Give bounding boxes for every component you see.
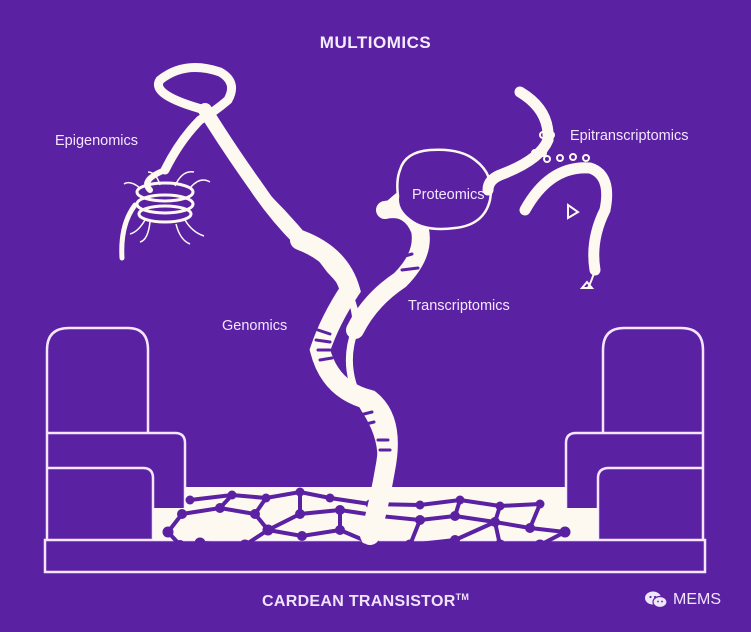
nucleosome: [123, 171, 211, 245]
protein-blob: [396, 148, 493, 231]
watermark: MEMS: [644, 591, 721, 609]
diagram-title: MULTIOMICS: [319, 33, 432, 52]
trademark: TM: [455, 592, 470, 602]
label-epitranscriptomics: Epitranscriptomics: [570, 128, 689, 144]
base-pairs: [314, 236, 420, 452]
right-electrode-lower: [596, 466, 703, 540]
right-electrode-upper: [564, 431, 703, 508]
graphene-channel: [153, 487, 598, 551]
left-electrode-upper: [47, 431, 187, 508]
epigenomics-strand: [119, 63, 307, 261]
right-gate-top: [601, 326, 705, 433]
epitranscriptomics-rna: [482, 86, 613, 289]
wechat-icon: [645, 591, 668, 609]
watermark-text: MEMS: [673, 591, 721, 608]
left-electrode-lower: [47, 466, 155, 540]
label-transcriptomics: Transcriptomics: [408, 298, 510, 314]
left-gate-top: [45, 326, 150, 433]
product-name: CARDEAN TRANSISTORTM: [262, 592, 469, 611]
label-proteomics: Proteomics: [412, 187, 485, 203]
label-epigenomics: Epigenomics: [55, 133, 139, 149]
product-label: CARDEAN TRANSISTOR: [262, 593, 456, 610]
label-genomics: Genomics: [222, 318, 288, 334]
